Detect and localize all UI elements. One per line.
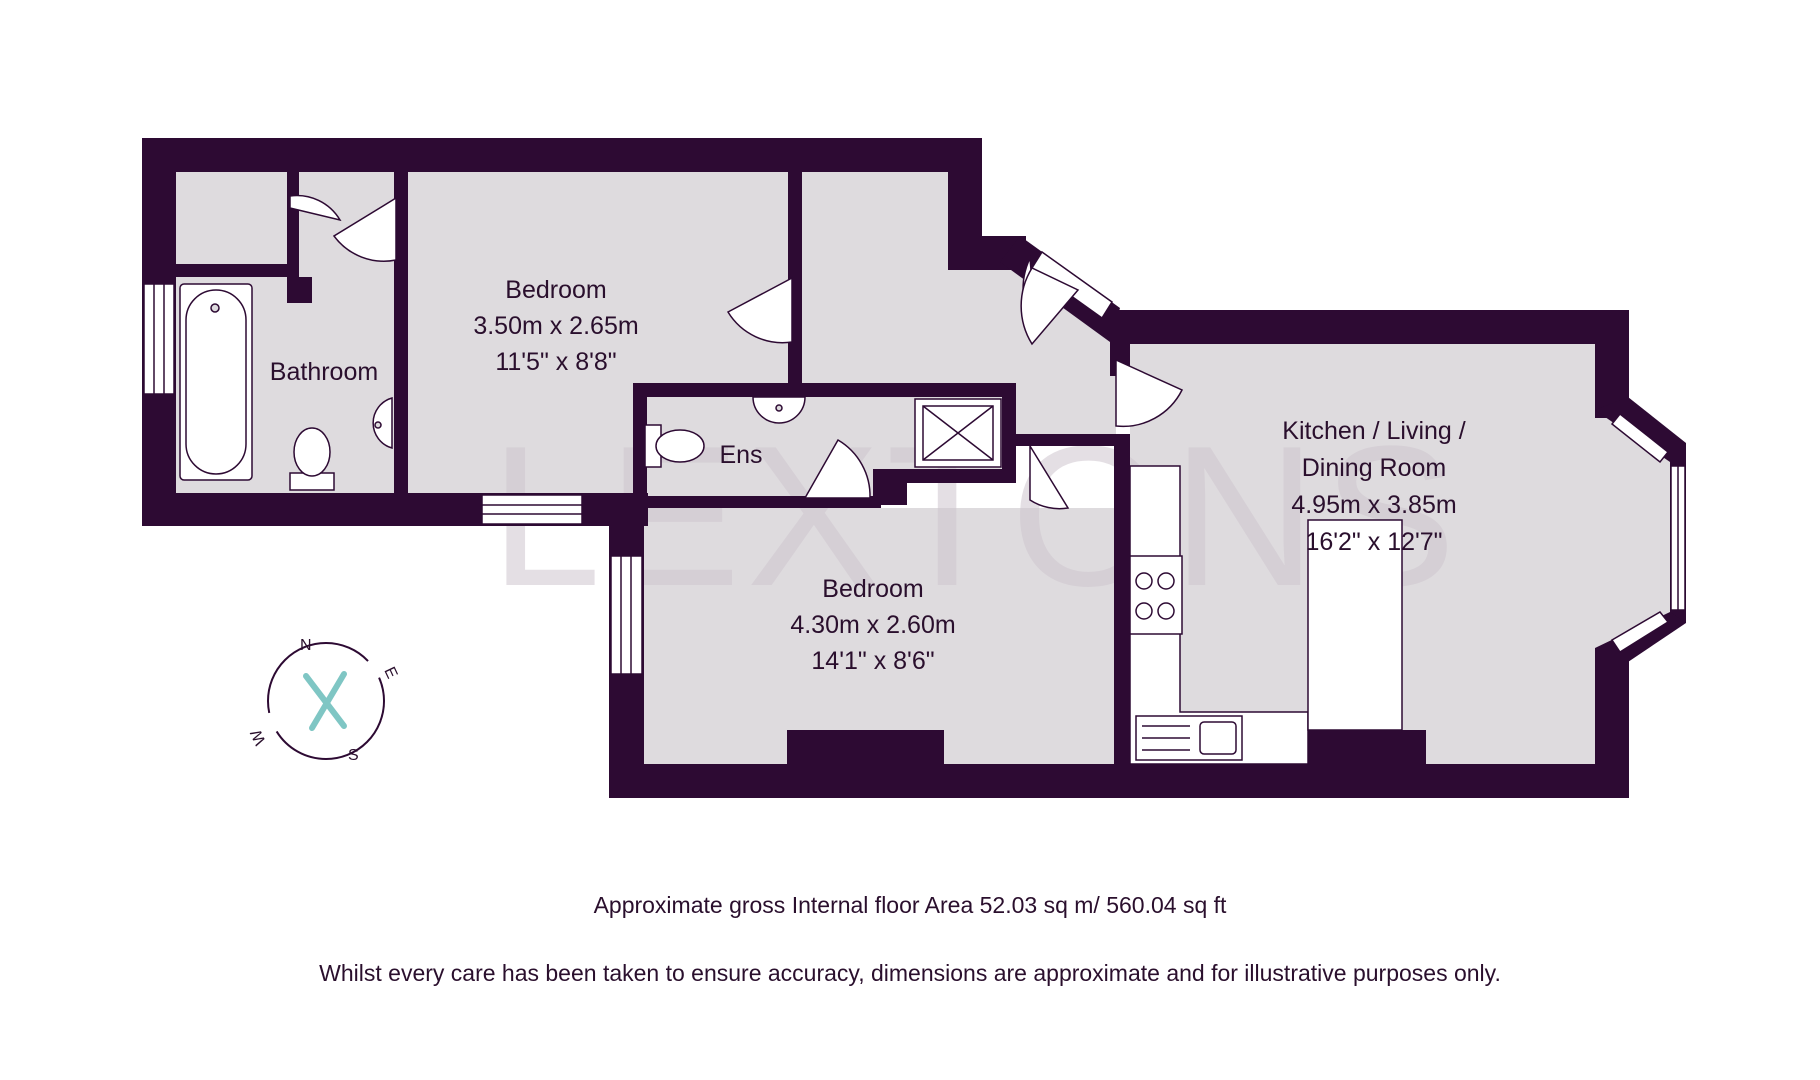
door-hall-diagonal	[1020, 267, 1080, 346]
kitchen-imperial: 16'2" x 12'7"	[1305, 528, 1442, 556]
bedroom-1-metric: 3.50m x 2.65m	[473, 312, 638, 340]
bedroom-2-floor	[644, 508, 1114, 764]
floor-area-text: Approximate gross Internal floor Area 52…	[593, 892, 1227, 918]
window-hall-diagonal	[1030, 250, 1114, 320]
window-bedroom-2	[610, 555, 643, 675]
wall-bath-hall	[287, 277, 312, 303]
ensuite-name: Ens	[719, 441, 762, 469]
door-bedroom-2	[1029, 443, 1070, 510]
window-bathroom	[143, 283, 175, 395]
compass-x-icon	[303, 671, 347, 731]
door-ensuite	[803, 438, 871, 499]
bedroom-1-imperial: 11'5" x 8'8"	[495, 348, 616, 376]
wall-store	[287, 172, 299, 277]
wall-ensuite-bottom-3	[633, 496, 881, 508]
wall-top-left	[142, 138, 982, 172]
basin-ensuite	[752, 396, 806, 424]
shower-tray	[914, 398, 1002, 468]
wall-bottom-right	[609, 764, 1629, 798]
door-bathroom	[332, 196, 397, 262]
bathroom-name: Bathroom	[270, 358, 378, 386]
window-bay-bottom	[1610, 611, 1670, 654]
disclaimer-text: Whilst every care has been taken to ensu…	[319, 960, 1501, 986]
wall-hall-bed2	[1014, 434, 1130, 446]
door-bedroom-1	[726, 276, 793, 344]
basin-bathroom	[372, 397, 393, 449]
window-bay-top	[1610, 412, 1670, 464]
compass: N E S W	[247, 637, 400, 764]
bedroom-2-metric: 4.30m x 2.60m	[790, 611, 955, 639]
window-bay-right	[1670, 465, 1686, 611]
kitchen-metric: 4.95m x 3.85m	[1291, 491, 1456, 519]
compass-south: S	[348, 747, 359, 764]
wall-bed2-kitchen	[1114, 440, 1130, 764]
door-kitchen	[1115, 358, 1184, 428]
kitchen-name-line1: Kitchen / Living /	[1282, 417, 1465, 445]
kitchen-island	[1307, 519, 1403, 731]
wall-hall-step	[948, 138, 982, 238]
fixtures	[179, 283, 1403, 765]
bedroom-1-name: Bedroom	[505, 276, 606, 304]
wall-ensuite-bottom	[907, 469, 1016, 483]
bedroom-2-name: Bedroom	[822, 575, 923, 603]
wall-ensuite-left	[633, 383, 647, 508]
kitchen-name-line2: Dining Room	[1302, 454, 1447, 482]
wall-bath-bed	[394, 172, 408, 493]
wall-store-bottom	[176, 264, 299, 277]
kitchen-worktop	[1129, 465, 1309, 765]
wall-ensuite-right	[1002, 383, 1016, 483]
store-cupboard-floor	[176, 172, 287, 264]
compass-east: E	[380, 665, 400, 682]
windows	[143, 250, 1686, 675]
window-ensuite	[481, 494, 583, 525]
room-labels: Bathroom Bedroom 3.50m x 2.65m 11'5" x 8…	[270, 276, 1466, 675]
room-floors	[176, 172, 1670, 764]
chimney-breast-bedroom	[787, 730, 944, 764]
bedroom-2-imperial: 14'1" x 8'6"	[811, 647, 934, 675]
wall-ensuite-top	[633, 383, 1015, 397]
doors	[289, 194, 1184, 510]
toilet-bathroom	[289, 427, 335, 491]
toilet-ensuite	[644, 424, 705, 468]
compass-west: W	[247, 726, 269, 748]
compass-north: N	[300, 637, 312, 654]
compass-ring-icon	[267, 642, 385, 760]
wall-kitchen-top	[1110, 310, 1629, 344]
door-store	[289, 194, 342, 222]
